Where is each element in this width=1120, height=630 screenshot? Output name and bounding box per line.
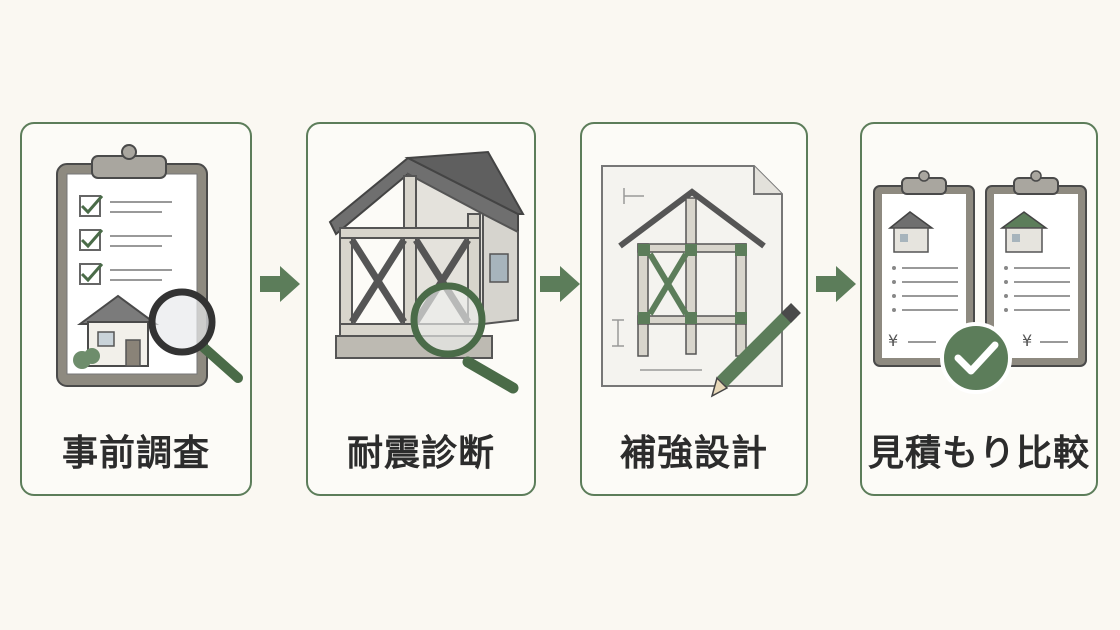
step-label: 見積もり比較 [867,433,1090,474]
currency-right: ¥ [1022,331,1032,350]
currency-left: ¥ [888,331,898,350]
step-card-3: 補強設計 [580,122,808,496]
step-label: 補強設計 [619,433,768,474]
step-card-2: 耐震診断 [306,122,536,496]
step-label: 耐震診断 [346,433,495,474]
blueprint-pencil-icon [601,165,801,398]
house-frame-magnifier-icon [328,150,525,394]
quotes-compare-check-icon: ¥ ¥ [873,170,1087,394]
clipboard-checklist-magnifier-icon [56,144,243,387]
arrow-right-icon [260,266,300,302]
step-card-1: 事前調査 [20,122,252,496]
arrow-right-icon [816,266,856,302]
step-label: 事前調査 [61,433,210,474]
step-card-4: ¥ ¥ 見積もり比較 [860,122,1098,496]
arrow-right-icon [540,266,580,302]
